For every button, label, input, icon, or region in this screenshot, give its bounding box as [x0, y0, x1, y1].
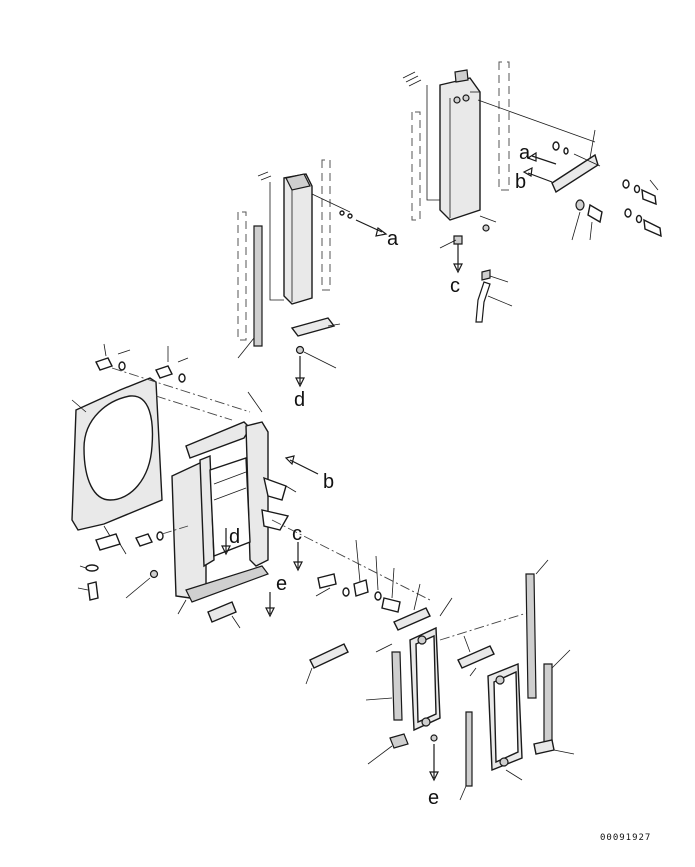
callout-c-upper: c — [450, 275, 460, 297]
callout-b-upper: b — [515, 171, 526, 193]
callout-d-mid: d — [294, 389, 305, 411]
fan-shroud — [71, 343, 251, 601]
cooler-cores — [305, 539, 575, 801]
callout-e-frame: e — [276, 573, 287, 595]
callout-a-mid: a — [387, 228, 399, 250]
callout-c-frame: c — [292, 523, 302, 545]
callout-a-upper: a — [519, 142, 531, 164]
sub-tank-assembly — [237, 159, 388, 388]
callout-b-frame: b — [323, 471, 334, 493]
reservoir-tank-assembly — [402, 61, 662, 323]
figure-code: 00091927 — [600, 833, 651, 843]
callout-e-lower: e — [428, 787, 439, 809]
callout-d-frame: d — [229, 526, 240, 548]
radiator-frame — [125, 391, 431, 629]
